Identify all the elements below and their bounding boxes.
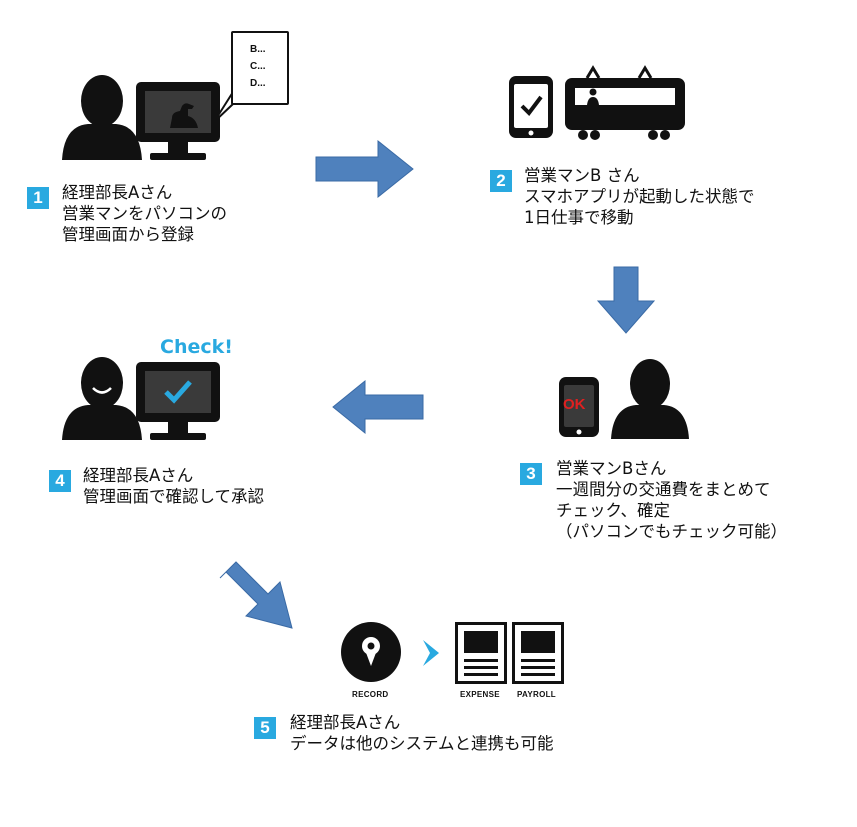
- step-3-line: 一週間分の交通費をまとめて: [556, 480, 771, 499]
- speech-bubble: B... C... D...: [231, 31, 289, 105]
- step-3-line: チェック、確定: [556, 501, 671, 520]
- speech-bubble-tail: [213, 91, 234, 123]
- monitor-check-icon: [136, 362, 220, 440]
- step-1-text: 経理部長Aさん 営業マンをパソコンの 管理画面から登録: [62, 182, 227, 245]
- step-4-line: 管理画面で確認して承認: [83, 487, 265, 506]
- step-3-number: 3: [520, 463, 542, 485]
- step-4-text: 経理部長Aさん 管理画面で確認して承認: [83, 465, 264, 507]
- arrow-down-icon: [596, 266, 656, 334]
- step-3-text: 営業マンBさん 一週間分の交通費をまとめて チェック、確定 （パソコンでもチェッ…: [556, 458, 787, 542]
- step-5-title: 経理部長Aさん: [290, 713, 401, 732]
- monitor-icon: [136, 82, 220, 160]
- step-5-line: データは他のシステムと連携も可能: [290, 734, 554, 753]
- step-2-number: 2: [490, 170, 512, 192]
- step-4-title: 経理部長Aさん: [83, 466, 194, 485]
- step-5-text: 経理部長Aさん データは他のシステムと連携も可能: [290, 712, 554, 754]
- payroll-document-icon: [512, 622, 564, 684]
- bubble-line: D...: [250, 78, 266, 89]
- arrow-diagonal-icon: [219, 561, 293, 629]
- bubble-line: B...: [250, 44, 266, 55]
- step-2-title: 営業マンB さん: [524, 166, 640, 185]
- arrow-right-icon: [315, 139, 414, 199]
- record-icon: [341, 622, 401, 682]
- step-1-line: 営業マンをパソコンの: [62, 204, 227, 223]
- check-label: Check!: [160, 336, 233, 358]
- step-4-number: 4: [49, 470, 71, 492]
- record-label: RECORD: [352, 690, 389, 699]
- person-icon: [611, 359, 689, 439]
- smartphone-ok-icon: [559, 377, 599, 437]
- bubble-line: C...: [250, 61, 266, 72]
- step-5-number: 5: [254, 717, 276, 739]
- step-2-text: 営業マンB さん スマホアプリが起動した状態で 1日仕事で移動: [524, 165, 755, 228]
- smartphone-check-icon: [509, 76, 553, 138]
- step-1-title: 経理部長Aさん: [62, 183, 173, 202]
- arrow-left-icon: [332, 379, 424, 435]
- smiling-person-icon: [62, 357, 142, 440]
- train-icon: [565, 65, 685, 140]
- expense-document-icon: [455, 622, 507, 684]
- payroll-label: PAYROLL: [517, 690, 556, 699]
- chevron-right-icon: [423, 640, 439, 666]
- expense-label: EXPENSE: [460, 690, 500, 699]
- step-1-number: 1: [27, 187, 49, 209]
- step-2-line: 1日仕事で移動: [524, 208, 634, 227]
- step-1-line: 管理画面から登録: [62, 225, 194, 244]
- person-icon: [62, 75, 142, 160]
- ok-label: OK: [563, 396, 586, 413]
- step-3-title: 営業マンBさん: [556, 459, 667, 478]
- step-3-line: （パソコンでもチェック可能）: [556, 522, 787, 541]
- step-2-line: スマホアプリが起動した状態で: [524, 187, 755, 206]
